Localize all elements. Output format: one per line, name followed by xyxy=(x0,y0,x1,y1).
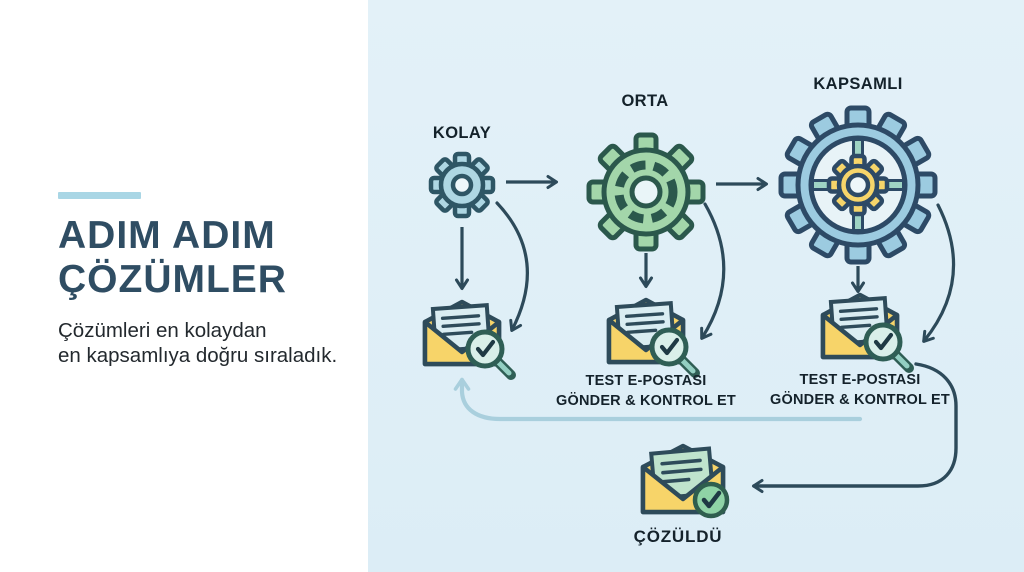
envelope-check-icon xyxy=(640,443,730,519)
magnifier-check-icon xyxy=(649,327,700,378)
arrow-orta-curve xyxy=(700,202,726,340)
test-email-caption-1: TEST E-POSTASI GÖNDER & KONTROL ET xyxy=(531,372,761,411)
magnifier-check-icon xyxy=(465,329,516,380)
magnifier-check-icon xyxy=(863,322,914,373)
gear-large-icon xyxy=(778,105,938,265)
left-panel: ADIM ADIM ÇÖZÜMLER Çözümleri en kolaydan… xyxy=(0,0,368,572)
solved-label: ÇÖZÜLDÜ xyxy=(633,527,723,546)
caption-line-2: GÖNDER & KONTROL ET xyxy=(770,391,950,408)
title-accent-bar xyxy=(58,192,141,199)
step-label-orta: ORTA xyxy=(621,92,669,110)
envelope-test-1-icon xyxy=(422,299,516,380)
test-email-caption-2: TEST E-POSTASI GÖNDER & KONTROL ET xyxy=(745,371,975,410)
gear-small-icon xyxy=(428,151,496,219)
caption-line-1: TEST E-POSTASI xyxy=(799,372,921,388)
arrow-kolay-curve xyxy=(495,201,529,332)
envelope-test-3-icon xyxy=(820,292,914,373)
subtitle-line-2: en kapsamlıya doğru sıraladık. xyxy=(58,344,338,367)
step-label-kolay: KOLAY xyxy=(432,124,492,142)
gear-medium-icon xyxy=(586,132,706,252)
arrow-kapsamli-curve xyxy=(922,203,956,343)
step-label-kapsamli: KAPSAMLI xyxy=(813,75,903,93)
caption-line-1: TEST E-POSTASI xyxy=(585,373,707,389)
caption-line-2: GÖNDER & KONTROL ET xyxy=(556,392,736,409)
page-title: ADIM ADIM ÇÖZÜMLER xyxy=(58,214,287,302)
envelope-test-2-icon xyxy=(606,297,700,378)
arrow-to-solved xyxy=(752,362,958,493)
feedback-loop-arrow xyxy=(453,377,863,422)
subtitle-line-1: Çözümleri en kolaydan xyxy=(58,319,267,342)
check-circle-icon xyxy=(692,481,730,519)
